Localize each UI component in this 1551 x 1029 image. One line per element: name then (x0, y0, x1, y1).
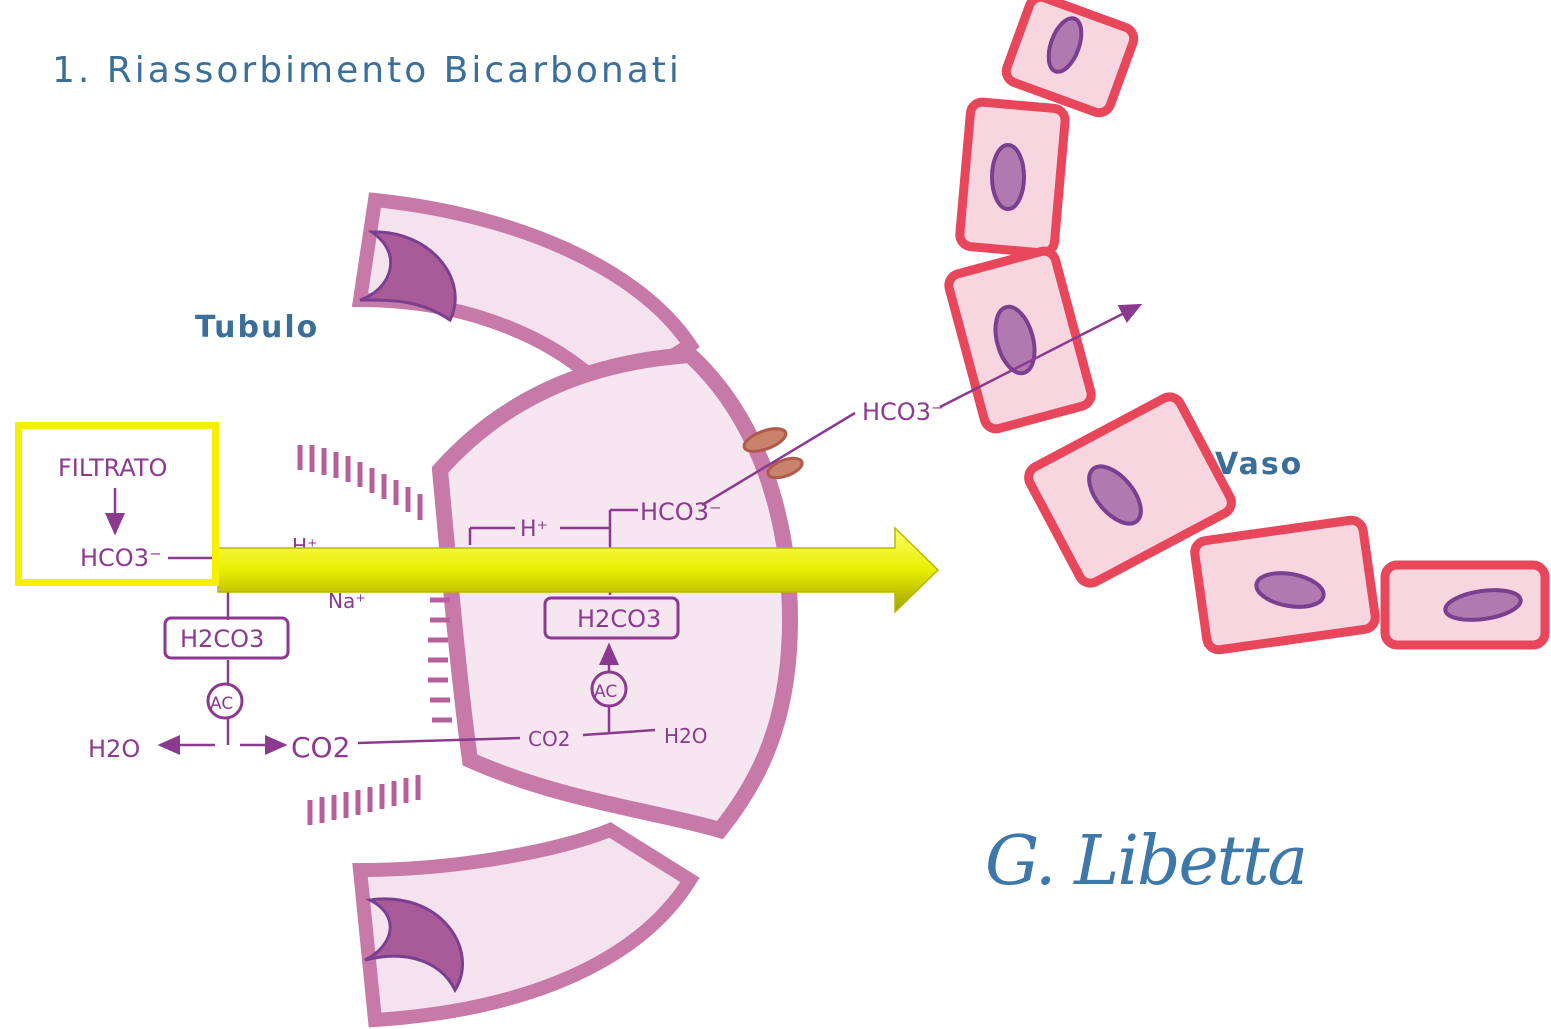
vaso-label: Vaso (1215, 447, 1303, 482)
brush-border (300, 445, 452, 825)
ac-cell-label: AC (594, 682, 617, 702)
h2co3-lumen-label: H2CO3 (180, 625, 264, 653)
tubulo-label: Tubulo (195, 310, 319, 345)
blood-vessel (946, 0, 1545, 651)
basolateral-transporter-bottom (765, 454, 804, 481)
hco3-blood-label: HCO3⁻ (862, 398, 944, 426)
tubule-epithelium (300, 200, 805, 1020)
h2o-cell-label: H2O (664, 724, 708, 748)
co2-cell-label: CO2 (528, 727, 570, 751)
h2co3-cell-label: H2CO3 (577, 605, 661, 633)
co2-lumen-label: CO2 (291, 731, 350, 764)
hco3-cell-label: HCO3⁻ (640, 498, 722, 526)
ac-lumen-label: AC (210, 694, 233, 714)
author-signature: G. Libetta (985, 822, 1306, 901)
h2o-lumen-label: H2O (88, 735, 140, 763)
filtrato-highlight-box (15, 422, 219, 586)
h-plus-cell-label: H⁺ (520, 517, 548, 542)
